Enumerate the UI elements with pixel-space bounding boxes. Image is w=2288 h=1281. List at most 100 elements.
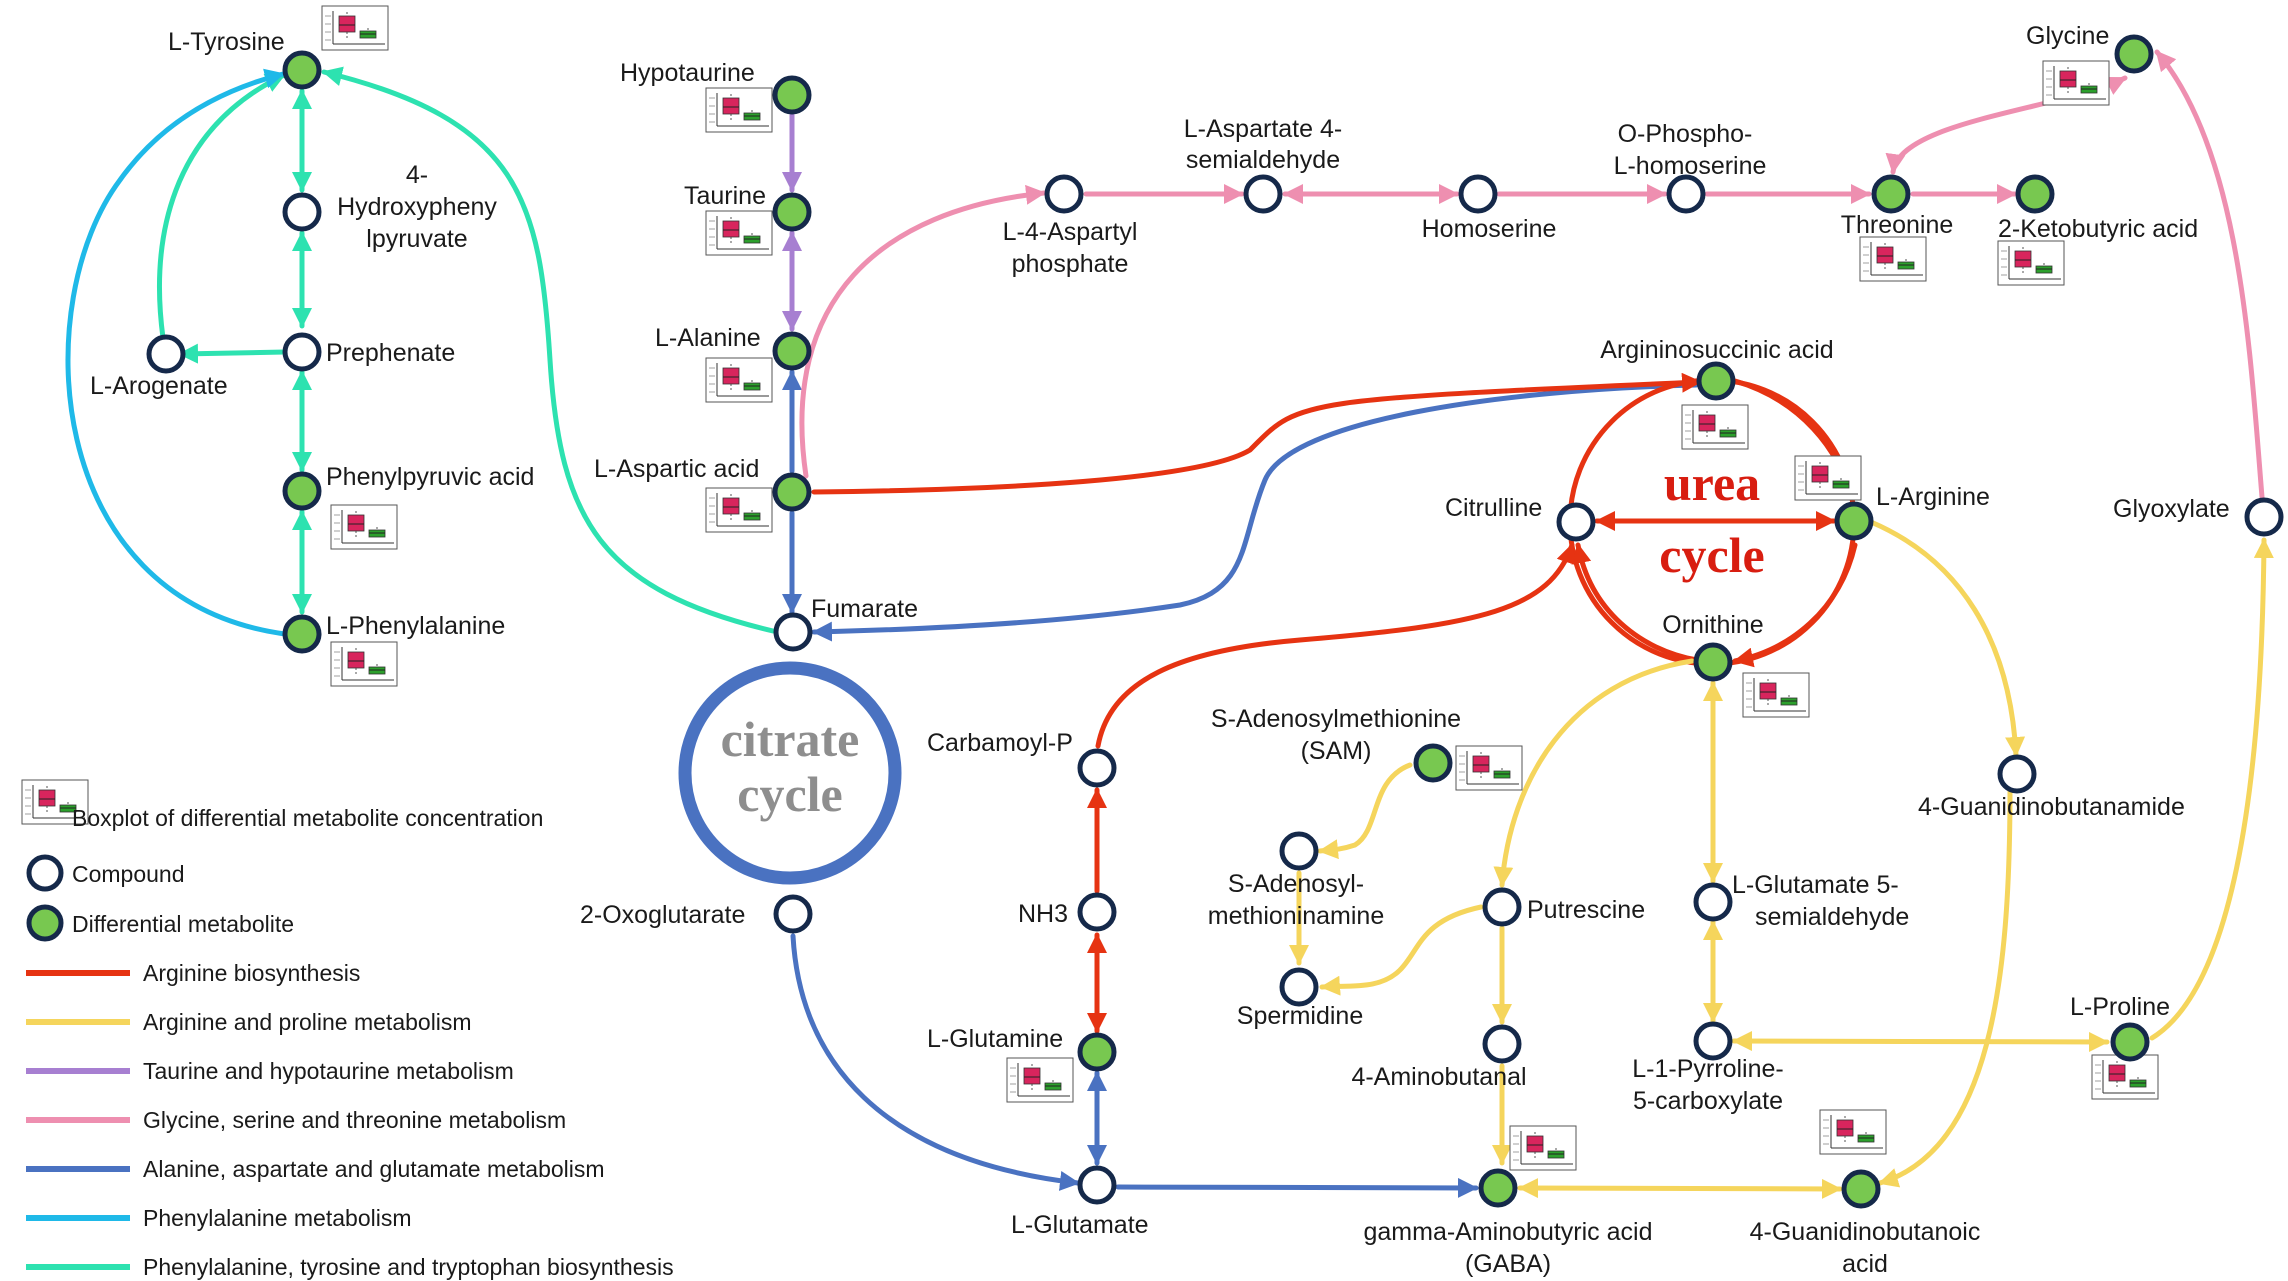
legend-pathway-taurine: Taurine and hypotaurine metabolism [26, 1058, 514, 1084]
node-guanidinobutanamide [1997, 754, 2037, 794]
boxplot-l-proline [2091, 1054, 2159, 1100]
legend-label-ala-asp-glu: Alanine, aspartate and glutamate metabol… [143, 1156, 605, 1182]
label-putrescine: Putrescine [1527, 896, 1645, 924]
node-l-tyrosine [282, 50, 322, 90]
boxplot-l-aspartic-acid [705, 487, 773, 533]
boxplot-argininosuccinic-acid [1681, 404, 1749, 450]
label-l-tyrosine: L-Tyrosine [168, 28, 285, 56]
node-gaba [1478, 1168, 1518, 1208]
edge-gaba-guanidinobutanoic [1517, 1178, 1843, 1199]
label-threonine: Threonine [1841, 211, 1954, 239]
label-phenylpyruvic-acid: Phenylpyruvic acid [326, 463, 534, 491]
boxplot-sam [1455, 745, 1523, 791]
label-l-glutamine: L-Glutamine [927, 1025, 1063, 1053]
node-l-aspartate-4-semialdehyde [1243, 174, 1283, 214]
node-l-aspartic-acid [772, 472, 812, 512]
node-l-proline [2110, 1022, 2150, 1062]
boxplot-l-arginine [1794, 455, 1862, 501]
legend-label-taurine: Taurine and hypotaurine metabolism [143, 1058, 514, 1084]
edge-ornithine-putrescine [1493, 658, 1695, 888]
citrate-cycle-label-line2: cycle [737, 766, 842, 822]
legend-boxplot-label: Boxplot of differential metabolite conce… [72, 805, 543, 831]
label-gaba-2: (GABA) [1465, 1250, 1551, 1278]
boxplot-ornithine [1742, 672, 1810, 718]
citrate-cycle-ring [678, 661, 902, 885]
edge-proline-guanidinobutanoic [1877, 787, 2013, 1188]
label-l-1-pyrroline-5-carboxylate-2: 5-carboxylate [1633, 1087, 1783, 1115]
edge-aspartic-argininosuccinic [811, 372, 1703, 495]
label-hypotaurine: Hypotaurine [620, 59, 755, 87]
node-guanidinobutanoic-acid [1841, 1169, 1881, 1209]
node-citrulline [1556, 502, 1596, 542]
node-l-arogenate [146, 334, 186, 374]
label-l-aspartate-4-semialdehyde-1: L-Aspartate 4- [1184, 115, 1342, 143]
legend-label-phe-tyr-trp: Phenylalanine, tyrosine and tryptophan b… [143, 1254, 674, 1280]
edge-prephenate-arogenate [177, 343, 288, 364]
node-threonine [1871, 174, 1911, 214]
label-ketobutyric-acid: 2-Ketobutyric acid [1998, 215, 2198, 243]
label-ornithine: Ornithine [1662, 611, 1763, 639]
node-nh3 [1077, 892, 1117, 932]
label-l-glutamate-5-semialdehyde-2: semialdehyde [1755, 903, 1909, 931]
node-l-phenylalanine [282, 614, 322, 654]
node-taurine [772, 192, 812, 232]
boxplot-threonine [1859, 236, 1927, 282]
node-s-adenosyl-methioninamine [1279, 831, 1319, 871]
label-l-alanine: L-Alanine [655, 324, 761, 352]
label-taurine: Taurine [684, 182, 766, 210]
label-l-1-pyrroline-5-carboxylate-1: L-1-Pyrroline- [1632, 1055, 1783, 1083]
edge-ornithine-citrulline [1571, 542, 1700, 663]
node-l-glutamate-5-semialdehyde [1693, 882, 1733, 922]
boxplot-phenylpyruvic-acid [330, 504, 398, 550]
boxplot-ketobutyric-acid [1997, 240, 2065, 286]
node-fumarate [773, 612, 813, 652]
label-sam-1: S-Adenosylmethionine [1211, 705, 1461, 733]
edge-putrescine-spermidine [1319, 904, 1484, 996]
node-l-1-pyrroline-5-carboxylate [1693, 1021, 1733, 1061]
boxplot-guanidinobutanoic-acid [1819, 1109, 1887, 1155]
node-hypotaurine [772, 75, 812, 115]
label-guanidinobutanamide: 4-Guanidinobutanamide [1918, 793, 2185, 821]
node-sam [1413, 743, 1453, 783]
label-hydroxyphenylpyruvate-2: Hydroxypheny [337, 193, 497, 221]
citrate-cycle-label-line1: citrate [721, 711, 860, 767]
label-prephenate: Prephenate [326, 339, 455, 367]
label-glycine: Glycine [2026, 22, 2109, 50]
legend-pathway-ala-asp-glu: Alanine, aspartate and glutamate metabol… [26, 1156, 605, 1182]
label-l-glutamate-5-semialdehyde-1: L-Glutamate 5- [1732, 871, 1899, 899]
node-putrescine [1482, 887, 1522, 927]
boxplot-gaba [1509, 1125, 1577, 1171]
edge-proline-glyoxylate [2149, 537, 2274, 1041]
label-glyoxylate: Glyoxylate [2113, 495, 2230, 523]
node-l-glutamine [1077, 1032, 1117, 1072]
legend-differential-label: Differential metabolite [72, 911, 294, 937]
edge-pyrroline-proline [1731, 1031, 2110, 1052]
label-guanidinobutanoic-acid-1: 4-Guanidinobutanoic [1750, 1218, 1981, 1246]
edge-arogenate-tyrosine [157, 72, 287, 341]
edge-oxoglutarate-glutamate [790, 933, 1081, 1191]
node-argininosuccinic-acid [1696, 361, 1736, 401]
legend-compound-icon [26, 854, 64, 892]
boxplot-taurine [705, 210, 773, 256]
node-prephenate [282, 332, 322, 372]
label-s-adenosyl-methioninamine-2: methioninamine [1208, 902, 1385, 930]
edge-phenylalanine-tyrosine [65, 68, 288, 637]
label-hydroxyphenylpyruvate-3: lpyruvate [366, 225, 467, 253]
legend-pathway-glycine-serine-threonine: Glycine, serine and threonine metabolism [26, 1107, 566, 1133]
node-oxoglutarate [773, 894, 813, 934]
label-l-glutamate: L-Glutamate [1011, 1211, 1149, 1239]
node-phenylpyruvic-acid [282, 471, 322, 511]
label-l-phenylalanine: L-Phenylalanine [326, 612, 505, 640]
label-l-aspartic-acid: L-Aspartic acid [594, 455, 759, 483]
label-l-arogenate: L-Arogenate [90, 372, 228, 400]
label-citrulline: Citrulline [1445, 494, 1542, 522]
label-homoserine: Homoserine [1422, 215, 1557, 243]
node-ornithine [1693, 642, 1733, 682]
label-gaba-1: gamma-Aminobutyric acid [1364, 1218, 1653, 1246]
node-aminobutanal [1482, 1024, 1522, 1064]
node-labels: L-Tyrosine 4- Hydroxypheny lpyruvate Pre… [90, 22, 2230, 1278]
legend: Boxplot of differential metabolite conce… [26, 805, 674, 1280]
label-carbamoyl-p: Carbamoyl-P [927, 729, 1073, 757]
edge-arginine-guanidinobutanamide [1868, 519, 2026, 758]
node-l-4-aspartyl-phosphate [1044, 174, 1084, 214]
